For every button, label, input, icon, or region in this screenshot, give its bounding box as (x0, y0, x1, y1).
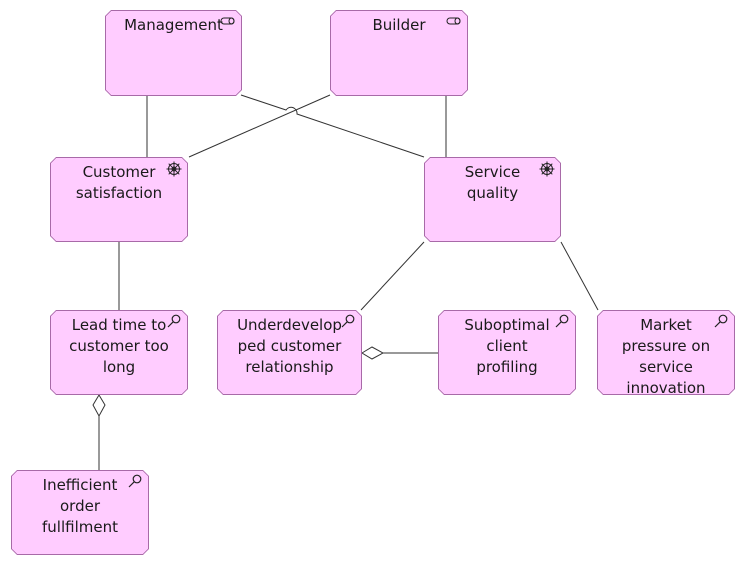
role-icon (446, 14, 462, 28)
builder-role-node[interactable]: Builder (330, 10, 468, 96)
connector-management-service-quality (240, 94, 425, 158)
node-label: Customer satisfaction (75, 163, 163, 202)
inefficient-fulfilment-assessment-node[interactable]: Inefficient order fullfilment (11, 470, 149, 555)
management-role-node[interactable]: Management (105, 10, 242, 96)
driver-icon (166, 161, 182, 177)
node-label: Suboptimal client profiling (464, 316, 550, 376)
connector-builder-customer-satisfaction (188, 94, 331, 158)
node-label: Lead time to customer too long (69, 316, 169, 376)
assessment-icon (127, 474, 143, 488)
role-icon (220, 14, 236, 28)
assessment-icon (340, 314, 356, 328)
service-quality-driver-node[interactable]: Service quality (424, 157, 561, 242)
suboptimal-profiling-assessment-node[interactable]: Suboptimal client profiling (438, 310, 576, 395)
assessment-icon (166, 314, 182, 328)
node-label: Inefficient order fullfilment (42, 476, 118, 536)
underdeveloped-relationship-assessment-node[interactable]: Underdevelop ped customer relationship (217, 310, 362, 395)
node-label: Market pressure on service innovation (621, 316, 711, 395)
connector-service-quality-underdeveloped (360, 241, 425, 311)
aggregation-diamond (361, 346, 385, 360)
node-label: Underdevelop ped customer relationship (237, 316, 342, 376)
connector-service-quality-market-pressure (560, 241, 599, 311)
assessment-icon (554, 314, 570, 328)
node-label: Builder (372, 16, 426, 34)
customer-satisfaction-driver-node[interactable]: Customer satisfaction (50, 157, 188, 242)
aggregation-diamond (92, 394, 106, 418)
market-pressure-assessment-node[interactable]: Market pressure on service innovation (597, 310, 735, 395)
driver-icon (539, 161, 555, 177)
node-label: Management (124, 16, 223, 34)
node-label: Service quality (464, 163, 521, 202)
assessment-icon (713, 314, 729, 328)
lead-time-assessment-node[interactable]: Lead time to customer too long (50, 310, 188, 395)
